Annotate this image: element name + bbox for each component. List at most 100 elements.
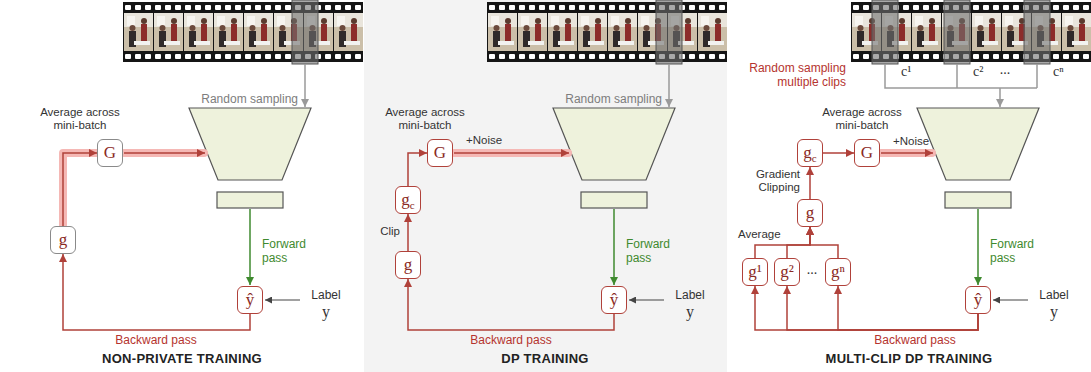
label-arrow [265, 299, 300, 300]
update-arrow [454, 152, 569, 154]
pass-label: Forward pass [626, 238, 682, 266]
gradient-flow [407, 214, 409, 251]
panel-title: DP TRAINING [501, 352, 589, 367]
gradient-box: gc [395, 186, 421, 214]
symbol-text: G [434, 144, 446, 163]
update-arrow [881, 152, 933, 154]
update-arrow [124, 152, 205, 154]
sampled-clip [1024, 0, 1050, 64]
gradient-flow [823, 152, 854, 154]
update-highlight [454, 149, 568, 157]
step-label: Average across mini-batch [814, 106, 910, 132]
input-label: Label [1039, 289, 1068, 303]
symbol-text: g [806, 204, 815, 223]
step-label: +Noise [893, 135, 929, 148]
gradient-flow [63, 254, 250, 330]
pass-label: Forward pass [262, 238, 318, 266]
gradient-flow [63, 153, 97, 226]
sampling-arrow [999, 88, 1001, 107]
step-label: Random sampling multiple clips [742, 62, 846, 90]
film-strip [123, 2, 363, 62]
symbol-text: g² [780, 263, 794, 282]
model-network [189, 108, 1039, 208]
label-arrow [993, 299, 1028, 300]
edge-label: Clip [380, 225, 400, 238]
update-highlight [881, 149, 932, 157]
gradient-flow [810, 227, 838, 258]
gradient-box: gⁿ [825, 258, 851, 286]
gradient-flow [787, 286, 978, 330]
panel-title: NON-PRIVATE TRAINING [102, 352, 262, 367]
edge-label: Gradient Clipping [738, 168, 800, 194]
gradient-flow [408, 279, 614, 330]
ellipsis: ... [1000, 62, 1011, 78]
clip-label: c¹ [901, 64, 911, 80]
math-symbol: y [322, 303, 330, 321]
gradient-box: G [97, 139, 123, 167]
model-network [945, 192, 1011, 208]
step-label: Random sampling [565, 93, 662, 107]
prediction-box: ŷ [965, 286, 991, 314]
model-network [553, 108, 675, 180]
subscript: c [410, 199, 415, 211]
panel-title: MULTI-CLIP DP TRAINING [826, 352, 993, 367]
sampling-join [885, 64, 1037, 88]
clip-label: c² [973, 64, 983, 80]
symbol-text: g [803, 144, 812, 163]
sampled-clip [292, 0, 318, 64]
gradient-flow [809, 167, 811, 199]
sampling-arrow [668, 64, 670, 107]
edge-label: Backward pass [874, 334, 955, 348]
gradient-box: G [854, 139, 880, 167]
sampling-arrow [304, 64, 306, 107]
symbol-text: g [59, 231, 68, 250]
clip-label: cⁿ [1053, 64, 1064, 80]
forward-arrow [249, 209, 251, 285]
gradient-box: g² [774, 258, 800, 286]
gradient-box: g [395, 251, 421, 279]
gradient-flow [787, 227, 810, 258]
ellipsis: ... [807, 262, 818, 278]
forward-arrow [977, 209, 979, 285]
symbol-text: gⁿ [831, 263, 845, 282]
step-label: Average across mini-batch [377, 106, 473, 132]
model-network [217, 192, 283, 208]
gradient-box: g [50, 226, 76, 254]
symbol-text: g¹ [748, 263, 762, 282]
update-highlight [63, 153, 97, 226]
edge-label: Backward pass [470, 334, 551, 348]
step-label: Random sampling [201, 93, 298, 107]
film-strip [487, 2, 727, 62]
gradient-box: G [427, 139, 453, 167]
model-network [189, 108, 311, 180]
gradient-flow [755, 286, 978, 330]
prediction-box: ŷ [237, 286, 263, 314]
gradient-flow [408, 153, 427, 186]
prediction-box: ŷ [601, 286, 627, 314]
model-network [581, 192, 647, 208]
symbol-text: ŷ [974, 291, 983, 310]
step-label: Average [738, 228, 781, 241]
subscript: c [812, 152, 817, 164]
model-network [917, 108, 1039, 180]
input-label: Label [311, 289, 340, 303]
symbol-text: G [104, 144, 116, 163]
panel-background [364, 0, 727, 372]
gradient-box: g¹ [742, 258, 768, 286]
edge-label: Backward pass [115, 334, 196, 348]
input-label: Label [675, 289, 704, 303]
label-arrow [629, 299, 664, 300]
symbol-text: ŷ [246, 291, 255, 310]
symbol-text: g [401, 191, 410, 210]
step-label: Average across mini-batch [32, 106, 128, 132]
gradient-box: gc [797, 139, 823, 167]
update-highlight [124, 149, 204, 157]
pass-label: Forward pass [990, 238, 1046, 266]
sampled-clip [656, 0, 682, 64]
gradient-box: g [797, 199, 823, 227]
sampled-clip [944, 0, 970, 64]
symbol-text: g [404, 256, 413, 275]
